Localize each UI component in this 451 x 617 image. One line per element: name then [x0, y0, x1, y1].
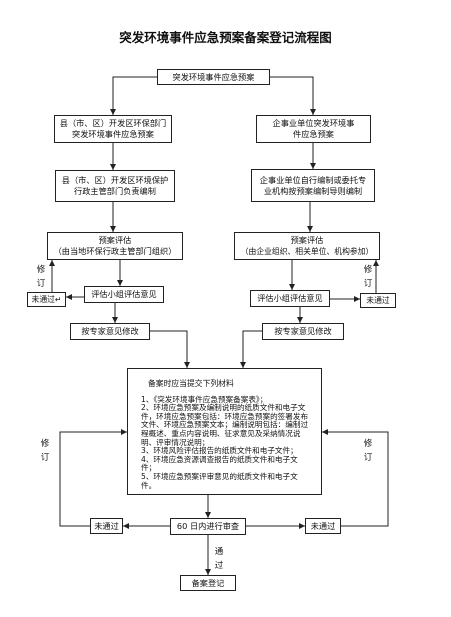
enterprise-compile-line-1: 企事业单位自行编制或委托专 [259, 174, 367, 185]
enterprise-assess-organizer: （由企业组织、相关单位、机构参加） [240, 247, 374, 256]
review-fail-right-node: 未通过 [305, 518, 341, 534]
enterprise-compile-node: 企事业单位自行编制或委托专 业机构按预案编制导则编制 [251, 169, 375, 202]
government-opinion-node: 评估小组评估意见 [84, 286, 164, 303]
review-revise-right-label: 修订 [363, 439, 373, 463]
government-compile-node: 县（市、区）开发区环境保护 行政主管部门负责编制 [55, 170, 175, 202]
government-revise-label: 修订 [36, 265, 46, 289]
arrow-enterprise-modify-to-materials [240, 330, 262, 368]
government-opinion-label: 评估小组评估意见 [91, 289, 157, 299]
enterprise-fail-label: 未通过 [366, 296, 390, 305]
enterprise-plan-line-1: 企事业单位突发环境事 [272, 118, 355, 128]
government-modify-label: 按专家意见修改 [81, 326, 139, 336]
arrow-start-to-enterprise-plan [270, 76, 316, 115]
government-assess-organizer: （由当地环保行政主管部门组织） [53, 246, 177, 256]
materials-item-1: 1、《突发环境事件应急预案备案表》； [141, 394, 268, 404]
enterprise-assess-title: 预案评估 [290, 235, 324, 245]
materials-item-3: 3、环境风险评估报告的纸质文件和电子文件； [141, 446, 298, 456]
materials-item-4: 4、环境应急资源调查报告的纸质文件和电子文件； [141, 454, 298, 473]
government-plan-line-2: 突发环境事件应急预案 [72, 129, 154, 139]
arrow-government-modify-to-materials [150, 330, 190, 368]
register-node: 备案登记 [180, 575, 236, 591]
government-fail-node: 未通过↵ [27, 292, 66, 307]
enterprise-opinion-node: 评估小组评估意见 [250, 290, 330, 307]
government-compile-line-1: 县（市、区）开发区环境保护 [61, 175, 169, 185]
review-label: 60 日内进行审查 [176, 521, 240, 531]
enterprise-modify-node: 按专家意见修改 [262, 323, 344, 340]
flowchart-title: 突发环境事件应急预案备案登记流程图 [119, 30, 332, 45]
review-revise-left-label: 修订 [40, 439, 50, 463]
government-assess-title: 预案评估 [98, 235, 132, 245]
materials-node: 备案时应当提交下列材料 1、《突发环境事件应急预案备案表》； 2、环境应急预案及… [127, 368, 322, 495]
government-plan-line-1: 县（市、区）开发区环保部门 [59, 118, 167, 128]
review-pass-label: 通过 [214, 547, 224, 571]
arrow-fail-right-to-materials [322, 429, 389, 527]
government-plan-node: 县（市、区）开发区环保部门 突发环境事件应急预案 [54, 115, 172, 143]
government-compile-line-2: 行政主管部门负责编制 [74, 186, 156, 196]
materials-item-2: 2、环境应急预案及编制说明的纸质文件和电子文件，环境应急预案包括：环境应急预案的… [141, 403, 309, 447]
government-fail-label: 未通过↵ [31, 295, 62, 304]
register-label: 备案登记 [191, 577, 225, 588]
enterprise-assess-node: 预案评估 （由企业组织、相关单位、机构参加） [234, 232, 380, 260]
review-fail-left-label: 未通过 [94, 520, 119, 531]
review-node: 60 日内进行审查 [170, 518, 246, 535]
enterprise-plan-line-2: 件应急预案 [293, 129, 334, 139]
government-assess-node: 预案评估 （由当地环保行政主管部门组织） [47, 232, 183, 260]
enterprise-fail-node: 未通过 [360, 293, 396, 308]
materials-item-5: 5、环境应急预案评审意见的纸质文件和电子文件。 [141, 471, 298, 490]
start-node: 突发环境事件应急预案 [157, 69, 270, 85]
enterprise-modify-label: 按专家意见修改 [274, 326, 332, 336]
enterprise-plan-node: 企事业单位突发环境事 件应急预案 [256, 115, 371, 143]
start-node-label: 突发环境事件应急预案 [172, 71, 255, 82]
review-fail-right-label: 未通过 [310, 520, 336, 531]
enterprise-revise-label: 修订 [363, 265, 373, 289]
enterprise-opinion-label: 评估小组评估意见 [257, 293, 323, 303]
arrow-start-to-government-plan [110, 76, 157, 115]
arrow-fail-left-to-materials [59, 429, 127, 527]
review-fail-left-node: 未通过 [90, 518, 123, 534]
enterprise-compile-line-2: 业机构按预案编制导则编制 [263, 185, 363, 196]
government-modify-node: 按专家意见修改 [70, 323, 150, 340]
materials-heading: 备案时应当提交下列材料 [148, 379, 234, 388]
